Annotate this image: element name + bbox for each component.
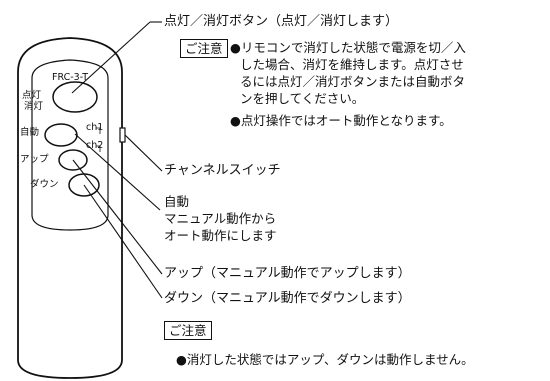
notice-1-bullet-2: ●点灯操作ではオート動作となります。 <box>230 113 452 128</box>
auto-button-callout: 自動 マニュアル動作から オート動作にします <box>164 194 277 243</box>
down-button-callout: ダウン（マニュアル動作でダウンします） <box>164 291 411 306</box>
notice-label-1: ご注意 <box>180 39 228 58</box>
notice-1-line: ンを押してください。 <box>240 91 365 106</box>
channel-switch-nub <box>119 127 126 143</box>
remote-panel <box>31 59 109 231</box>
notice-1-line: ●リモコンで消灯した状態で電源を切／入 <box>230 40 466 55</box>
remote-body <box>17 37 123 379</box>
up-button-callout: アップ（マニュアル動作でアップします） <box>164 266 411 281</box>
onoff-button-callout: 点灯／消灯ボタン（点灯／消灯します） <box>164 14 399 29</box>
remote-channel-b-label: ch2 <box>86 140 104 151</box>
remote-onoff-label-2: 消灯 <box>24 101 44 112</box>
remote-up-label: アップ <box>20 154 49 165</box>
remote-down-label: ダウン <box>30 179 59 190</box>
remote-channel-a-label: ch1 <box>86 122 104 133</box>
notice-2-text: ●消灯した状態ではアップ、ダウンは動作しません。 <box>176 352 474 367</box>
auto-button <box>44 123 78 147</box>
notice-1-text: ●リモコンで消灯した状態で電源を切／入 した場合、消灯を維持します。点灯させ る… <box>230 39 466 107</box>
remote-auto-label: 自動 <box>20 127 40 138</box>
remote-onoff-label-1: 点灯 <box>22 90 42 101</box>
channel-switch-callout: チャンネルスイッチ <box>164 163 281 178</box>
remote-model-label: FRC-3-T <box>52 72 89 83</box>
notice-1-line: るには点灯／消灯ボタンまたは自動ボタ <box>240 74 466 89</box>
onoff-button <box>52 81 98 113</box>
notice-label-2: ご注意 <box>164 321 212 340</box>
leader-lines <box>71 21 163 299</box>
notice-1-line: した場合、消灯を維持します。点灯させ <box>240 57 464 72</box>
